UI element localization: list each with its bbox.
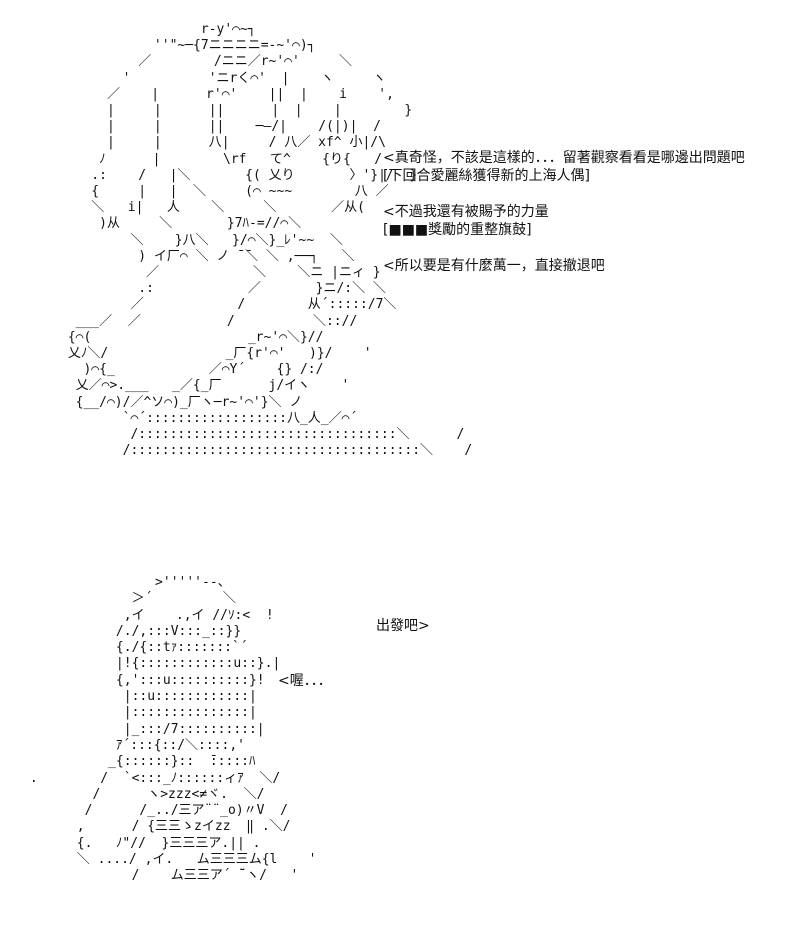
dialogue-line-2: [下回合愛麗絲獲得新的上海人偶] xyxy=(383,168,590,184)
ascii-art-bottom-character: >'''''‐-、 ＞´ ＼ ,イ .,イ //ｿ:< ! /./,:::V::… xyxy=(29,575,317,884)
ascii-art-top-character: r-y'⌒~┐ ''"~─{7ニニニニ=-~'⌒)┐ ／ /ニニ／r~'⌒' ＼… xyxy=(67,22,473,459)
dialogue-line-5: <所以要是有什麼萬一，直接撤退吧 xyxy=(383,258,605,274)
dialogue-line-3: <不過我還有被賜予的力量 xyxy=(383,204,549,220)
dialogue-line-6: 出發吧> xyxy=(376,618,430,634)
dialogue-line-7: <喔．．． xyxy=(278,673,332,689)
dialogue-line-4: [■■■獎勵的重整旗鼓] xyxy=(383,222,532,238)
dialogue-line-1: <真奇怪，不該是這樣的．．．留著觀察看看是哪邊出問題吧 xyxy=(383,150,745,166)
